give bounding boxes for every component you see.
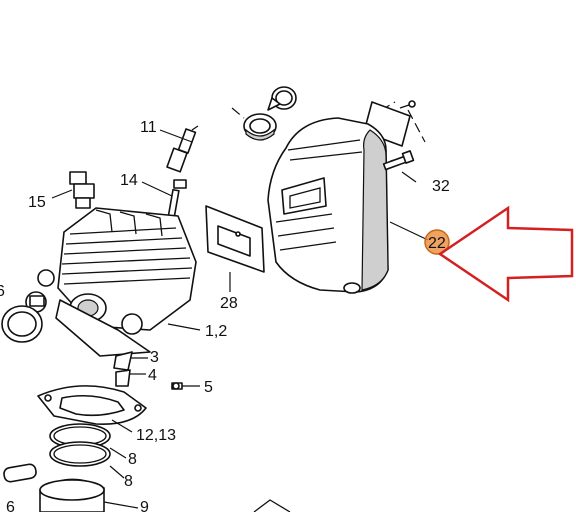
label-6a[interactable]: 6	[0, 283, 5, 300]
clamp-ring	[267, 86, 297, 111]
cylinder	[25, 207, 197, 357]
label-9[interactable]: 9	[140, 499, 149, 512]
part-labels: 11 14 15 28 32 1,2 3 4 5 12,13 8 8 9 6 6	[0, 119, 450, 512]
sleeve-ring	[243, 113, 277, 141]
hose-clamp	[1, 295, 45, 343]
label-28[interactable]: 28	[220, 295, 238, 312]
gasket-28	[205, 205, 265, 273]
label-6b[interactable]: 6	[6, 499, 15, 512]
highlight-marker-22[interactable]: 22	[424, 229, 450, 255]
bolt-32	[382, 150, 415, 171]
spark-plug-11	[166, 125, 199, 173]
piston-rings	[49, 423, 111, 467]
label-1-2[interactable]: 1,2	[205, 323, 227, 340]
label-8a[interactable]: 8	[128, 451, 137, 468]
label-15[interactable]: 15	[28, 194, 46, 211]
piston	[3, 463, 291, 512]
left-arrow-icon	[437, 205, 574, 303]
leader-lines	[51, 129, 429, 509]
valve-15	[69, 171, 95, 209]
label-4[interactable]: 4	[148, 367, 157, 384]
label-3[interactable]: 3	[150, 349, 159, 366]
label-22: 22	[428, 235, 446, 252]
label-14[interactable]: 14	[120, 172, 138, 189]
small-parts	[113, 351, 183, 390]
label-32[interactable]: 32	[432, 178, 450, 195]
label-11[interactable]: 11	[140, 119, 157, 136]
base-gasket	[37, 385, 147, 425]
muffler	[267, 117, 389, 294]
label-5[interactable]: 5	[204, 379, 213, 396]
label-8b[interactable]: 8	[124, 473, 133, 490]
label-12-13[interactable]: 12,13	[136, 427, 176, 444]
